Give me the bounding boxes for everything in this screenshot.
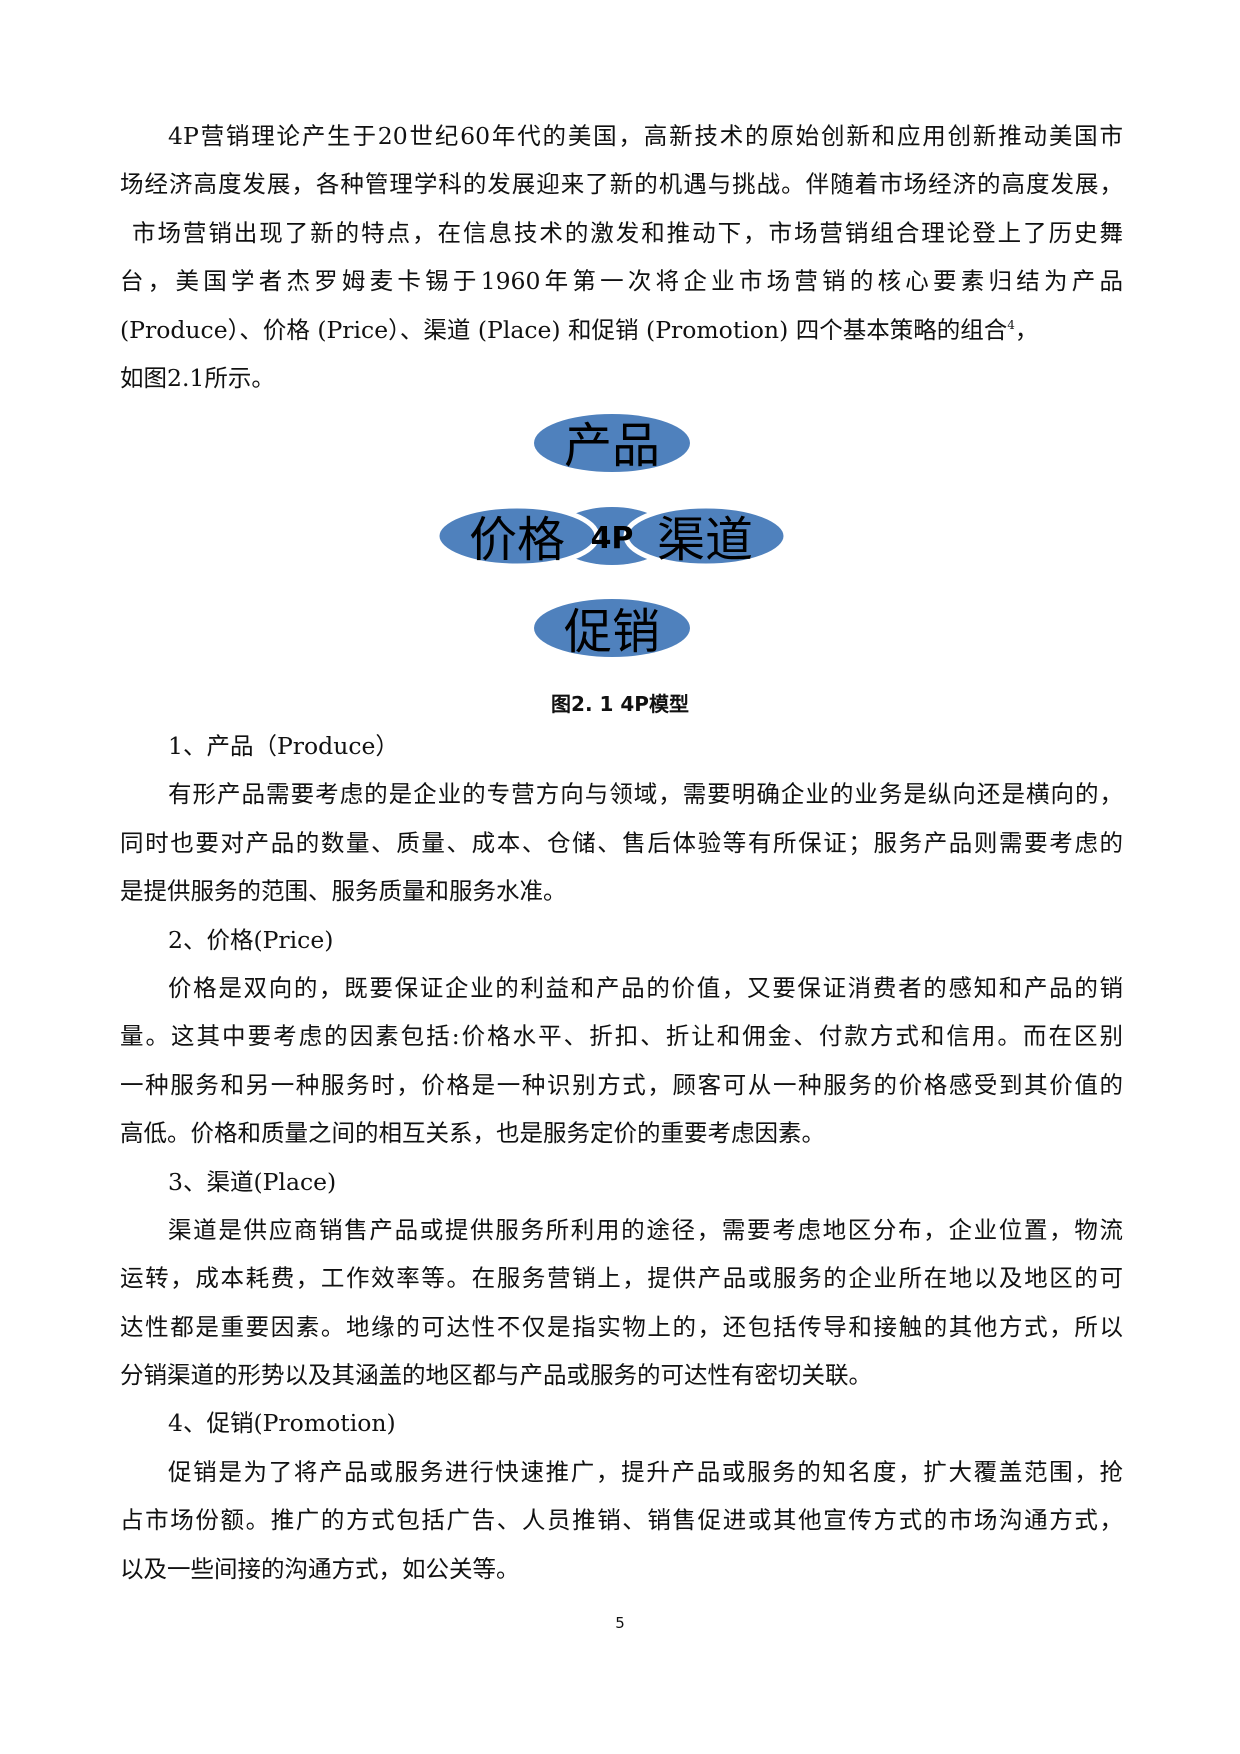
footnote-ref[interactable]: 4: [1007, 317, 1015, 332]
node-price-label: 价格: [469, 512, 565, 568]
text-line: 渠道是供应商销售产品或提供服务所利用的途径，需要考虑地区分布，企业位置，物流: [168, 1215, 1123, 1244]
node-product-ellipse: [534, 414, 690, 472]
text-line: 台，美国学者杰罗姆麦卡锡于1960年第一次将企业市场营销的核心要素归结为产品: [120, 267, 1123, 296]
text-line: 达性都是重要因素。地缘的可达性不仅是指实物上的，还包括传导和接触的其他方式，所以: [120, 1312, 1123, 1341]
node-promotion-label: 促销: [564, 604, 660, 660]
node-4p-label: 4P: [591, 521, 634, 556]
text-line: 市场营销出现了新的特点，在信息技术的激发和推动下，市场营销组合理论登上了历史舞: [132, 218, 1123, 247]
text-line: 价格是双向的，既要保证企业的利益和产品的价值，又要保证消费者的感知和产品的销: [168, 973, 1123, 1002]
sections: 1、产品（Produce） 有形产品需要考虑的是企业的专营方向与领域，需要明确企…: [120, 722, 1123, 1593]
node-place-ellipse: [623, 503, 789, 569]
text-line: 有形产品需要考虑的是企业的专营方向与领域，需要明确企业的业务是纵向还是横向的，: [168, 780, 1123, 809]
text-span: (Produce）、价格 (Price）、渠道 (Place) 和促销 (Pro…: [120, 315, 1008, 344]
node-place-label: 渠道: [657, 512, 753, 568]
node-promotion-ellipse: [534, 599, 690, 657]
section-heading: 2、价格(Price): [168, 925, 334, 954]
4p-model-diagram: 4P 产品 价格 渠道 促销: [434, 414, 789, 660]
text-line: 是提供服务的范围、服务质量和服务水准。: [120, 877, 567, 906]
section-heading: 1、产品（Produce）: [168, 732, 399, 760]
section-heading: 4、促销(Promotion): [168, 1409, 396, 1438]
node-price-ellipse: [434, 503, 600, 569]
text-line: 占市场份额。推广的方式包括广告、人员推销、销售促进或其他宣传方式的市场沟通方式，: [120, 1506, 1123, 1535]
text-line: 场经济高度发展，各种管理学科的发展迎来了新的机遇与挑战。伴随着市场经济的高度发展…: [120, 170, 1123, 199]
text-line: 运转，成本耗费，工作效率等。在服务营销上，提供产品或服务的企业所在地以及地区的可: [120, 1264, 1123, 1293]
text-line: 以及一些间接的沟通方式，如公关等。: [120, 1554, 520, 1583]
text-line: 同时也要对产品的数量、质量、成本、仓储、售后体验等有所保证；服务产品则需要考虑的: [120, 828, 1123, 857]
section-heading: 3、渠道(Place): [168, 1167, 337, 1196]
text-line: 量。这其中要考虑的因素包括:价格水平、折扣、折让和佣金、付款方式和信用。而在区别: [120, 1022, 1123, 1051]
text-line: (Produce）、价格 (Price）、渠道 (Place) 和促销 (Pro…: [120, 306, 1123, 354]
text-line: 高低。价格和质量之间的相互关系，也是服务定价的重要考虑因素。: [120, 1119, 825, 1148]
text-span: ，: [1014, 315, 1039, 344]
figure-caption: 图2. 1 4P模型: [551, 692, 689, 716]
intro-paragraph: 4P营销理论产生于20世纪60年代的美国，高新技术的原始创新和应用创新推动美国市…: [120, 112, 1123, 402]
text-line: 如图2.1所示。: [120, 363, 275, 392]
text-line: 分销渠道的形势以及其涵盖的地区都与产品或服务的可达性有密切关联。: [120, 1361, 872, 1390]
page-number: 5: [615, 1614, 625, 1632]
text-line: 4P营销理论产生于20世纪60年代的美国，高新技术的原始创新和应用创新推动美国市: [168, 122, 1123, 150]
node-product-label: 产品: [564, 418, 660, 474]
text-line: 促销是为了将产品或服务进行快速推广，提升产品或服务的知名度，扩大覆盖范围，抢: [168, 1457, 1123, 1486]
text-line: 一种服务和另一种服务时，价格是一种识别方式，顾客可从一种服务的价格感受到其价值的: [120, 1070, 1123, 1099]
